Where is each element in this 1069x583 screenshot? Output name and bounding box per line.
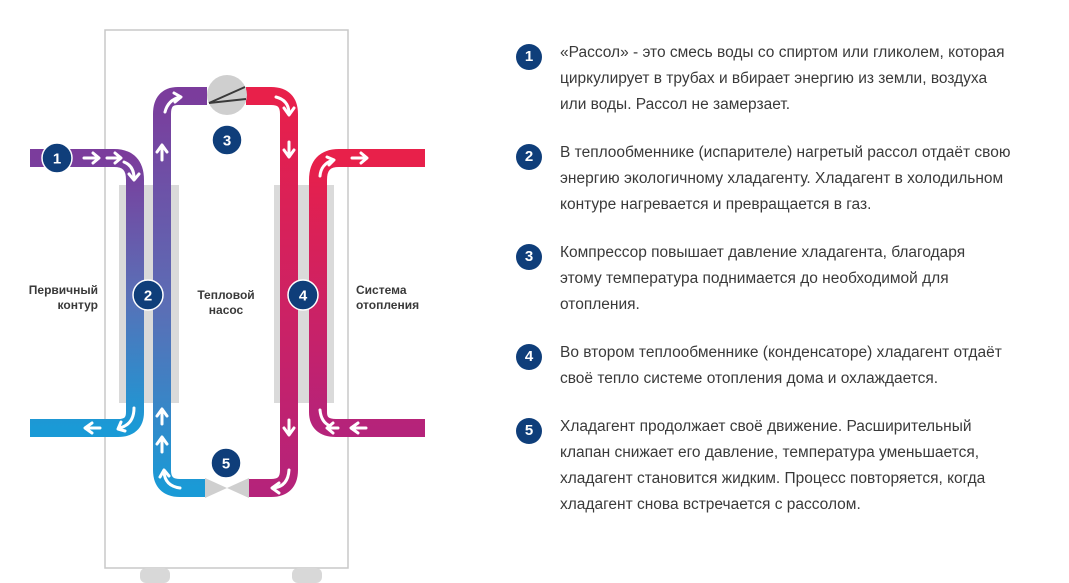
arrow-icon [155, 143, 169, 162]
label-primary-line1: Первичный [29, 283, 98, 297]
arrow-icon [163, 91, 183, 114]
step-description: «Рассол» - это смесь воды со спиртом или… [560, 44, 1005, 113]
arrow-icon [349, 421, 368, 435]
step-item: 4 Во втором теплообменнике (конденсаторе… [516, 340, 1056, 392]
badge-2: 2 [132, 279, 164, 311]
arrow-icon [270, 468, 291, 495]
arrow-icon [282, 140, 296, 159]
arrow-icon [274, 95, 296, 117]
label-heating-line2: отопления [356, 298, 419, 312]
step-number-badge: 3 [516, 244, 542, 270]
svg-text:2: 2 [144, 288, 152, 305]
steps-list: 1 «Рассол» - это смесь воды со спиртом и… [516, 40, 1056, 540]
badge-4: 4 [287, 279, 319, 311]
label-pump-line1: Тепловой [197, 288, 254, 302]
heat-pump-housing [104, 29, 349, 569]
step-item: 2 В теплообменнике (испарителе) нагретый… [516, 140, 1056, 218]
arrow-icon [350, 151, 369, 165]
step-description: Хладагент продолжает своё движение. Расш… [560, 418, 986, 513]
arrow-icon [318, 408, 332, 428]
housing-foot-left [140, 568, 170, 583]
badge-1: 1 [41, 142, 73, 174]
svg-text:3: 3 [223, 133, 231, 150]
arrow-icon [282, 418, 296, 437]
arrow-icon [318, 155, 336, 178]
arrow-icon [325, 421, 340, 435]
svg-text:5: 5 [222, 456, 230, 473]
svg-text:1: 1 [53, 151, 61, 168]
step-number-badge: 4 [516, 344, 542, 370]
arrow-icon [155, 407, 169, 426]
step-number-badge: 2 [516, 144, 542, 170]
label-pump-line2: насос [209, 303, 244, 317]
svg-text:4: 4 [299, 288, 308, 305]
compressor-icon [207, 75, 247, 115]
arrow-icon [122, 160, 141, 182]
step-number-badge: 5 [516, 418, 542, 444]
badge-3: 3 [211, 124, 243, 156]
arrow-icon [82, 151, 101, 165]
label-heating-line1: Система [356, 283, 407, 297]
step-item: 5 Хладагент продолжает своё движение. Ра… [516, 414, 1056, 518]
step-number-badge: 1 [516, 44, 542, 70]
step-description: Компрессор повышает давление хладагента,… [560, 244, 966, 313]
arrow-icon [105, 151, 123, 165]
housing-foot-right [292, 568, 322, 583]
step-description: Во втором теплообменнике (конденсаторе) … [560, 344, 1002, 387]
arrow-icon [116, 406, 136, 433]
expansion-valve-icon [205, 478, 249, 498]
heat-pump-diagram: 1 2 3 4 5 Первичный контур Тепловой насо… [29, 29, 425, 583]
step-item: 3 Компрессор повышает давление хладагент… [516, 240, 1056, 318]
badge-5: 5 [210, 447, 242, 479]
step-item: 1 «Рассол» - это смесь воды со спиртом и… [516, 40, 1056, 118]
arrow-icon [83, 421, 102, 435]
step-description: В теплообменнике (испарителе) нагретый р… [560, 144, 1011, 213]
label-primary-line2: контур [58, 298, 98, 312]
arrow-icon [158, 468, 182, 490]
arrow-icon [155, 435, 169, 454]
